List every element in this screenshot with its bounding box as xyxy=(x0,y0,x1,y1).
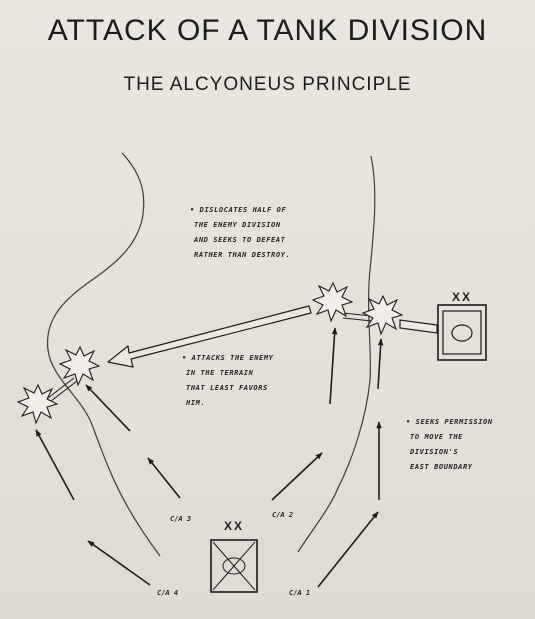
arrow-ca4-up-icon xyxy=(35,429,75,501)
enemy-division-echelon-label: XX xyxy=(452,290,472,304)
annotation-dislocates: • DISLOCATES HALF OF THE ENEMY DIVISION … xyxy=(190,206,290,259)
page-title: ATTACK OF A TANK DIVISION xyxy=(47,14,488,47)
annotation-attacks-line-4: HIM. xyxy=(185,399,205,407)
impact-burst-east-right-icon xyxy=(361,294,404,336)
unit-label-ca1: C/A 1 xyxy=(289,589,310,597)
friendly-division-symbol: XX xyxy=(210,519,258,593)
annotation-attacks-line-2: IN THE TERRAIN xyxy=(186,369,254,377)
east-boundary-line xyxy=(297,155,376,553)
arrow-ca3-icon xyxy=(147,457,181,499)
arrow-ca4-center-icon xyxy=(85,384,131,432)
west-boundary-line xyxy=(46,152,161,557)
annotation-seeks-line-4: EAST BOUNDARY xyxy=(410,463,473,471)
page-subtitle: THE ALCYONEUS PRINCIPLE xyxy=(123,74,412,95)
enemy-division-symbol: XX xyxy=(437,290,487,361)
impact-burst-east-left-icon xyxy=(311,281,354,323)
arrow-ca1-up-icon xyxy=(317,511,379,588)
friendly-division-echelon-label: XX xyxy=(224,519,244,533)
arrow-ca4-left-icon xyxy=(87,540,151,586)
main-axis-arrow-icon xyxy=(107,305,312,368)
annotation-attacks-line-3: THAT LEAST FAVORS xyxy=(186,384,268,392)
annotation-dislocates-line-4: RATHER THAN DESTROY. xyxy=(194,251,290,259)
arrow-ca1-upper-icon xyxy=(377,338,384,390)
arrow-ca2-up-icon xyxy=(271,452,323,501)
enemy-push-arrow-icon xyxy=(399,319,438,334)
annotation-dislocates-line-2: THE ENEMY DIVISION xyxy=(194,221,281,229)
unit-label-ca3: C/A 3 xyxy=(170,515,191,523)
annotation-attacks: • ATTACKS THE ENEMY IN THE TERRAIN THAT … xyxy=(182,354,274,407)
unit-label-ca2: C/A 2 xyxy=(272,511,293,519)
annotation-seeks-line-1: • SEEKS PERMISSION xyxy=(406,418,493,426)
annotation-attacks-line-1: • ATTACKS THE ENEMY xyxy=(182,354,274,362)
attack-arrows xyxy=(35,327,384,588)
impact-burst-west-upper-icon xyxy=(58,345,101,387)
unit-label-ca4: C/A 4 xyxy=(157,589,178,597)
annotation-dislocates-line-3: AND SEEKS TO DEFEAT xyxy=(193,236,286,244)
arrow-ca2-center-icon xyxy=(329,327,338,405)
annotation-seeks-line-2: TO MOVE THE xyxy=(410,433,463,441)
annotation-seeks: • SEEKS PERMISSION TO MOVE THE DIVISION'… xyxy=(406,418,493,471)
annotation-seeks-line-3: DIVISION'S xyxy=(409,448,458,456)
impact-burst-west-lower-icon xyxy=(16,383,59,425)
annotation-dislocates-line-1: • DISLOCATES HALF OF xyxy=(190,206,286,214)
